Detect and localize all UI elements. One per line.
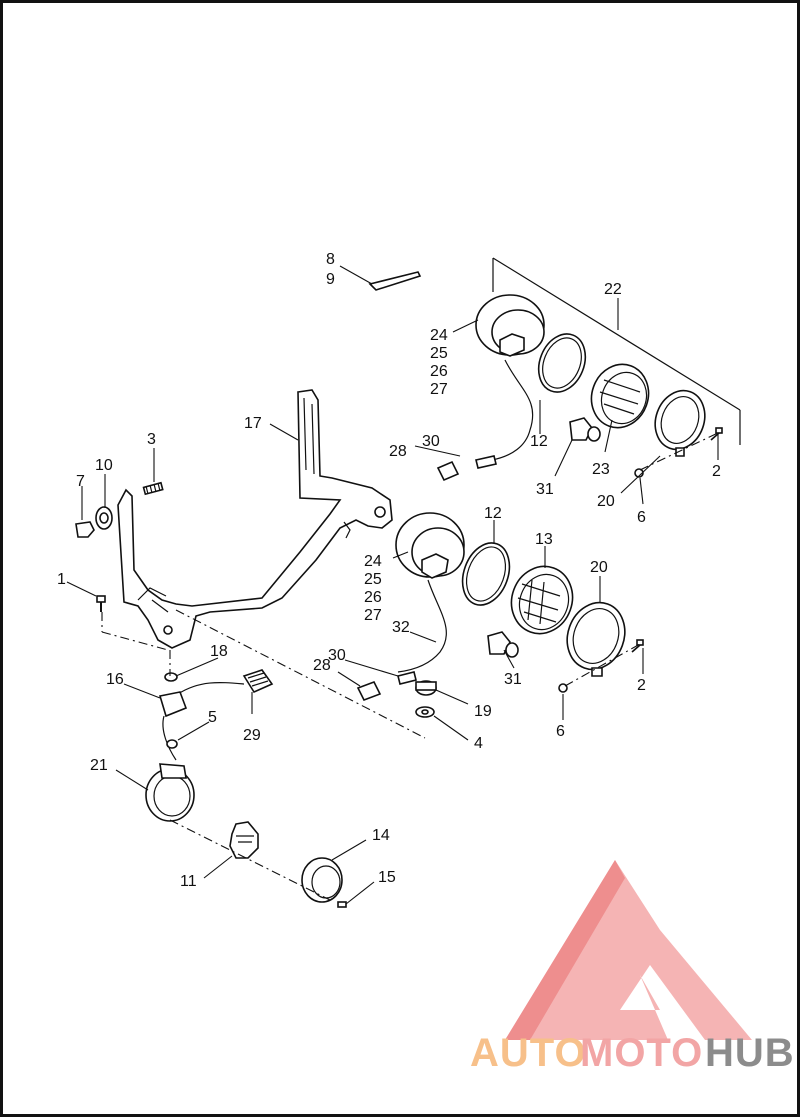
axis-mid-right: [564, 643, 641, 687]
nut-5: [166, 739, 178, 749]
bulb-31-mid: [487, 631, 519, 658]
callout-10: 10: [95, 457, 113, 474]
callout-8: 8: [326, 251, 335, 268]
socket-housing-21: [145, 763, 195, 822]
callout-32: 32: [392, 619, 410, 636]
lamp-housing-top: [475, 294, 545, 461]
callout-24-top: 24: [430, 327, 448, 344]
callout-2-top: 2: [712, 463, 721, 480]
callout-26-top: 26: [430, 363, 448, 380]
switch-29: [242, 669, 274, 694]
callout-26-mid: 26: [364, 589, 382, 606]
callout-22: 22: [604, 281, 622, 298]
watermark-logo: [505, 860, 752, 1040]
callout-20-top: 20: [597, 493, 615, 510]
axis-lower: [169, 819, 331, 901]
callout-3: 3: [147, 431, 156, 448]
seal-ring-12-mid: [461, 542, 511, 606]
bulb-31-top: [569, 417, 601, 442]
callout-17: 17: [244, 415, 262, 432]
logo-triangle-shape: [505, 860, 752, 1040]
callout-16: 16: [106, 671, 124, 688]
leader-lines: [66, 265, 719, 905]
wire-harness-16-18: [158, 672, 245, 761]
callout-28-top: 28: [389, 443, 407, 460]
callout-13: 13: [535, 531, 553, 548]
trim-ring-20-mid: [566, 601, 626, 677]
callout-23: 23: [592, 461, 610, 478]
axis-1b: [101, 631, 169, 651]
connector-28-top: [436, 455, 497, 482]
washer-4: [415, 706, 435, 718]
callout-4: 4: [474, 735, 483, 752]
screw-2-mid: [631, 639, 644, 653]
grommet-19: [415, 680, 437, 696]
callout-2-mid: 2: [637, 677, 646, 694]
callout-11: 11: [180, 873, 197, 890]
callout-12-top: 12: [530, 433, 548, 450]
watermark-word-auto: AUTO: [470, 1031, 587, 1075]
stud-3: [142, 481, 164, 496]
callout-15: 15: [378, 869, 396, 886]
callout-1: 1: [57, 571, 66, 588]
nut-10: [95, 506, 113, 530]
lamp-lens-23: [590, 363, 650, 429]
callout-12-mid: 12: [484, 505, 502, 522]
connector-28-mid: [356, 671, 417, 702]
callout-28-mid: 28: [313, 657, 331, 674]
screw-1: [96, 595, 106, 612]
callout-24-mid: 24: [364, 553, 382, 570]
callout-27-mid: 27: [364, 607, 382, 624]
callout-labels: 8 9 22 24 25 26 27 17 3 30 12 28 10 23 2…: [57, 251, 721, 890]
seal-ring-12-top: [537, 333, 587, 393]
callout-7: 7: [76, 473, 85, 490]
lamp-lens-13: [510, 565, 574, 635]
callout-31-top: 31: [536, 481, 554, 498]
lamp-housing-mid: [395, 512, 465, 673]
callout-30-top: 30: [422, 433, 440, 450]
watermark-word-hub: HUB: [705, 1031, 795, 1075]
callout-6-top: 6: [637, 509, 646, 526]
screw-15: [337, 901, 347, 908]
callout-31-mid: 31: [504, 671, 522, 688]
callout-21: 21: [90, 757, 108, 774]
axis-4: [175, 609, 426, 739]
callout-6-mid: 6: [556, 723, 565, 740]
bulb-11: [229, 821, 259, 859]
callout-25-mid: 25: [364, 571, 382, 588]
callout-9: 9: [326, 271, 335, 288]
trim-ring-20-top: [654, 389, 706, 457]
callout-27-top: 27: [430, 381, 448, 398]
lens-14: [301, 857, 343, 903]
logo-triangle-edge: [505, 860, 625, 1040]
pin-8-9: [368, 271, 422, 291]
callout-20-mid: 20: [590, 559, 608, 576]
callout-25-top: 25: [430, 345, 448, 362]
acorn-nut-7: [75, 521, 95, 538]
watermark-word-moto: MOTO: [580, 1031, 703, 1075]
callout-19: 19: [474, 703, 492, 720]
callout-5: 5: [208, 709, 217, 726]
callout-29: 29: [243, 727, 261, 744]
callout-18: 18: [210, 643, 228, 660]
kit-bracket-22: [492, 257, 741, 445]
mounting-bracket-17: [117, 389, 393, 649]
callout-14: 14: [372, 827, 390, 844]
callout-30-mid: 30: [328, 647, 346, 664]
axis-top-right: [639, 431, 721, 471]
nut-6-top: [634, 468, 644, 478]
